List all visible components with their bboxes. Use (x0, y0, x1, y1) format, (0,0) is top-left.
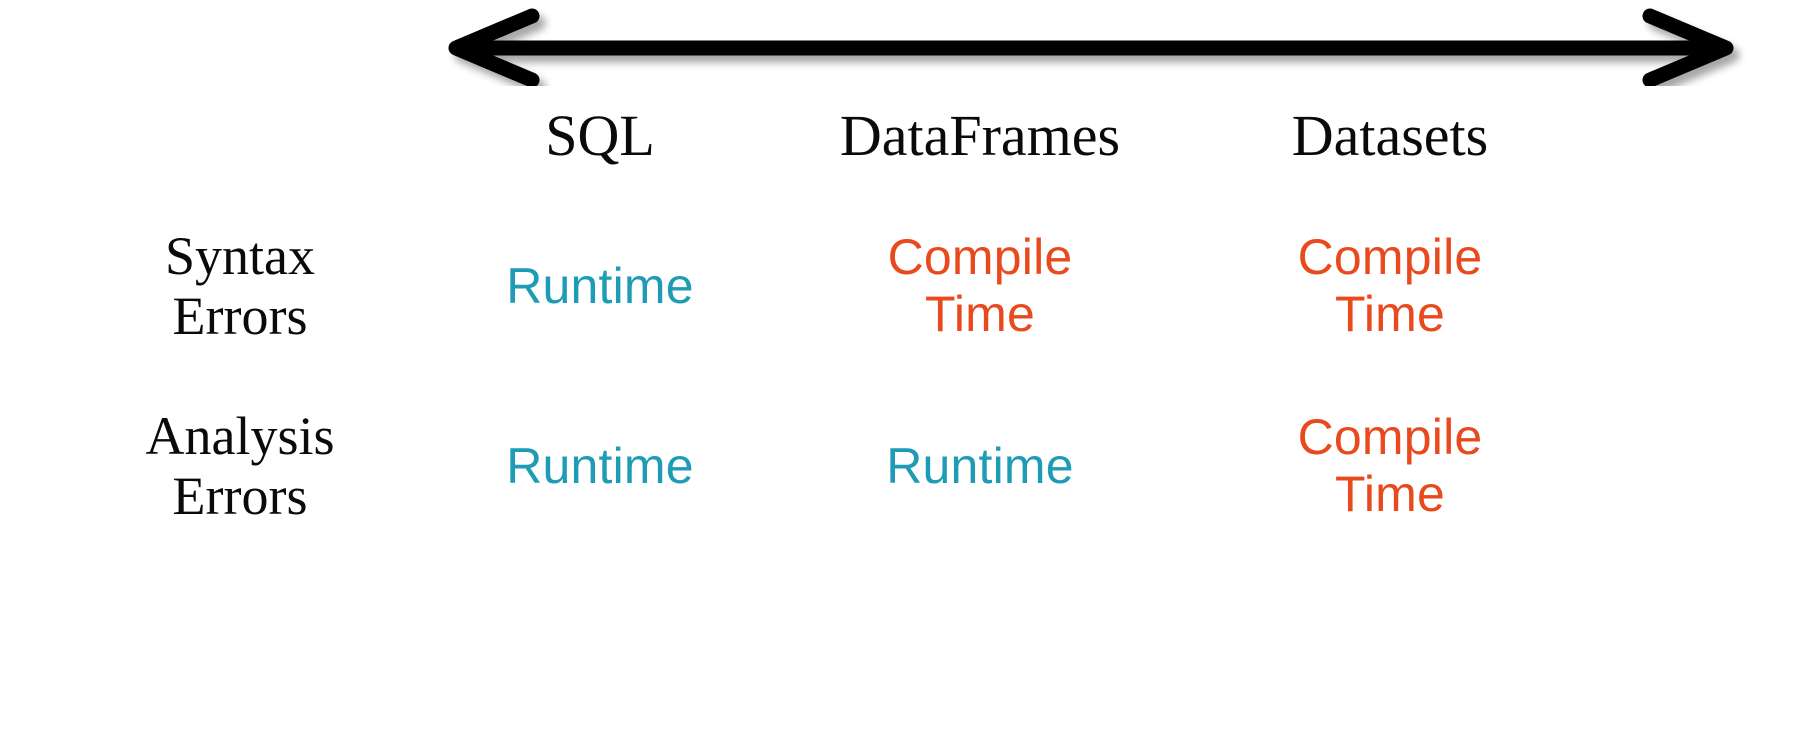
cell-syntax-errors-sql: Runtime (506, 257, 694, 314)
cell-analysis-errors-datasets: Compile Time (1297, 409, 1483, 522)
cell-analysis-errors-dataframes: Runtime (886, 437, 1074, 494)
row-header-analysis-errors-line1: Analysis (145, 405, 335, 466)
double-headed-arrow (436, 8, 1746, 86)
column-header-datasets: Datasets (1291, 102, 1489, 168)
cell-syntax-errors-dataframes: Compile Time (887, 229, 1073, 342)
comparison-matrix: SQL DataFrames Datasets Syntax Errors Ru… (0, 86, 1804, 746)
row-header-analysis-errors-line2: Errors (172, 466, 308, 526)
column-header-dataframes: DataFrames (839, 102, 1121, 168)
row-header-syntax-errors-line2: Errors (172, 286, 308, 346)
row-header-syntax-errors: Syntax Errors (105, 226, 315, 347)
row-header-syntax-errors-line1: Syntax (164, 225, 315, 286)
matrix-corner-empty (210, 136, 211, 137)
row-header-analysis-errors: Analysis Errors (86, 406, 335, 527)
cell-syntax-errors-datasets: Compile Time (1297, 229, 1483, 342)
cell-analysis-errors-sql: Runtime (506, 437, 694, 494)
column-header-sql: SQL (545, 102, 655, 168)
